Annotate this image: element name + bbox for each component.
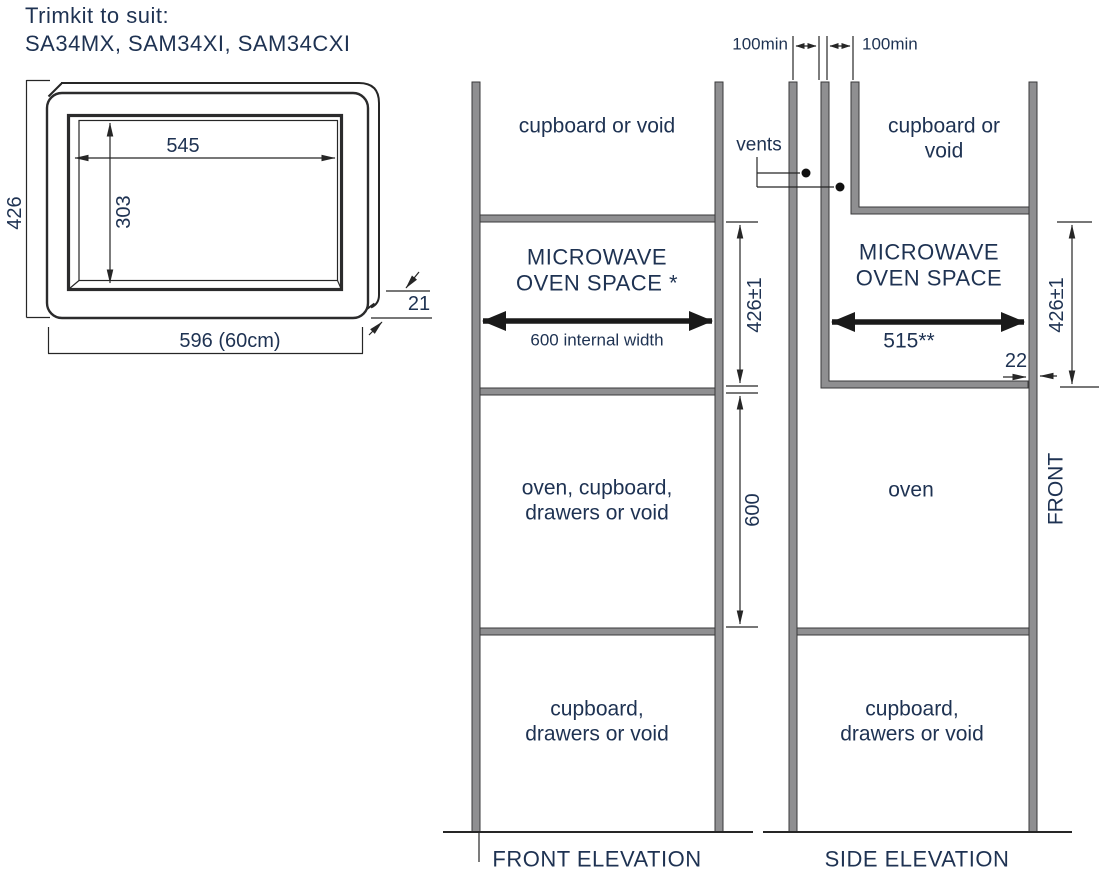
front-mid-space-label-2: drawers or void bbox=[525, 502, 669, 525]
front-elevation: cupboard or void MICROWAVE OVEN SPACE * … bbox=[443, 81, 766, 872]
side-426-label: 426±1 bbox=[1046, 277, 1068, 332]
front-microwave-label-2: OVEN SPACE * bbox=[516, 271, 678, 296]
front-bottom-space-label-1: cupboard, bbox=[550, 698, 643, 721]
page-title-line2: SA34MX, SAM34XI, SAM34CXI bbox=[25, 31, 351, 56]
front-426-label: 426±1 bbox=[744, 277, 766, 332]
side-100min-label-left: 100min bbox=[732, 35, 788, 54]
side-microwave-label-2: OVEN SPACE bbox=[856, 266, 1002, 291]
front-right-wall bbox=[714, 81, 724, 833]
front-shelf-bottom bbox=[479, 627, 716, 636]
side-shelf-bottom bbox=[796, 627, 1030, 636]
vent-dot-2 bbox=[835, 182, 845, 192]
front-shelf-top bbox=[479, 214, 716, 223]
front-mid-space-label-1: oven, cupboard, bbox=[522, 477, 673, 500]
side-vent-bar-and-mw-shelf bbox=[820, 81, 1029, 389]
side-front-wall bbox=[1028, 81, 1038, 833]
trimkit-opening-bevel bbox=[78, 119, 339, 282]
trimkit-topleft-bevel bbox=[47, 82, 63, 98]
side-microwave-label-1: MICROWAVE bbox=[859, 240, 999, 265]
vents-label: vents bbox=[736, 135, 781, 156]
dim-21-arrow-top bbox=[405, 271, 420, 289]
side-oven-label: oven bbox=[888, 479, 934, 502]
side-22-label: 22 bbox=[1005, 350, 1027, 372]
front-bottom-space-label-2: drawers or void bbox=[525, 723, 669, 746]
front-left-wall bbox=[471, 81, 481, 833]
side-elevation: 100min 100min vents cupboard or void MIC… bbox=[732, 35, 1099, 872]
page-title-line1: Trimkit to suit: bbox=[25, 3, 169, 28]
front-shelf-mid bbox=[479, 387, 716, 396]
dim-21-label: 21 bbox=[408, 293, 430, 315]
side-internal-depth-label: 515** bbox=[883, 330, 934, 353]
front-elevation-title: FRONT ELEVATION bbox=[492, 847, 701, 872]
dim-426-label: 426 bbox=[4, 196, 26, 229]
trimkit-opening-corner-left bbox=[69, 280, 80, 289]
trimkit-opening-corner-right bbox=[336, 280, 342, 289]
side-top-space-label-1: cupboard or bbox=[888, 115, 1000, 138]
front-600-label: 600 bbox=[742, 493, 764, 526]
dim-303-label: 303 bbox=[113, 195, 135, 228]
side-rear-wall bbox=[788, 81, 798, 833]
front-microwave-label-1: MICROWAVE bbox=[527, 245, 667, 270]
front-top-space-label: cupboard or void bbox=[519, 115, 675, 138]
dim-596-label: 596 (60cm) bbox=[179, 330, 280, 352]
vent-dot-1 bbox=[801, 168, 811, 178]
side-vent-bar-and-cupboard-shelf bbox=[850, 81, 1030, 215]
side-top-space-label-2: void bbox=[925, 140, 964, 163]
trimkit-drawing: 545 303 426 596 (60cm) 21 bbox=[4, 79, 432, 355]
dim-545-label: 545 bbox=[166, 135, 199, 157]
side-bottom-space-label-1: cupboard, bbox=[865, 698, 958, 721]
trimkit-back-edge bbox=[61, 82, 380, 309]
side-front-label: FRONT bbox=[1045, 453, 1068, 525]
side-bottom-space-label-2: drawers or void bbox=[840, 723, 984, 746]
side-100min-label-right: 100min bbox=[862, 35, 918, 54]
front-internal-width-label: 600 internal width bbox=[530, 331, 663, 350]
side-elevation-title: SIDE ELEVATION bbox=[825, 847, 1010, 872]
dim-21-arrow-bottom bbox=[368, 321, 383, 336]
trimkit-opening bbox=[66, 113, 344, 292]
